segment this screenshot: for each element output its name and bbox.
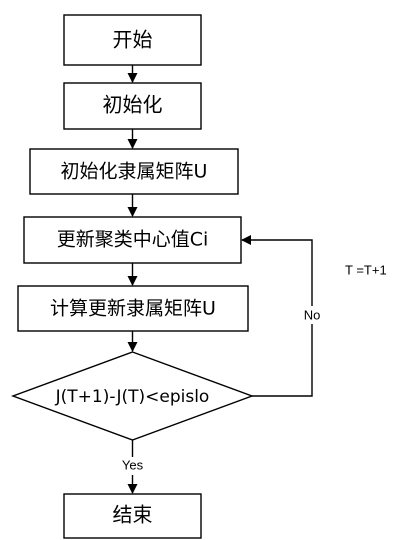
yes-label-bg xyxy=(116,457,150,475)
end-node-label: 结束 xyxy=(113,503,153,527)
start-node-label: 开始 xyxy=(113,28,153,52)
init-node: 初始化 xyxy=(63,82,202,130)
init-membership-node-label: 初始化隶属矩阵U xyxy=(61,161,208,183)
update-centers-node: 更新聚类中心值Ci xyxy=(23,216,242,264)
no-label-bg xyxy=(298,306,326,324)
end-node: 结束 xyxy=(63,493,202,539)
start-node: 开始 xyxy=(63,14,202,66)
loop-increment-note: T =T+1 xyxy=(345,262,387,277)
decision-node: J(T+1)-J(T)<epislo xyxy=(10,351,255,441)
no-edge-label: No xyxy=(304,307,321,322)
decision-node-label: J(T+1)-J(T)<epislo xyxy=(55,387,210,407)
init-membership-node: 初始化隶属矩阵U xyxy=(29,148,239,195)
update-centers-node-label: 更新聚类中心值Ci xyxy=(57,229,209,251)
yes-edge-label: Yes xyxy=(122,457,144,472)
update-membership-node-label: 计算更新隶属矩阵U xyxy=(50,298,216,320)
init-node-label: 初始化 xyxy=(103,93,163,117)
update-membership-node: 计算更新隶属矩阵U xyxy=(17,285,249,332)
